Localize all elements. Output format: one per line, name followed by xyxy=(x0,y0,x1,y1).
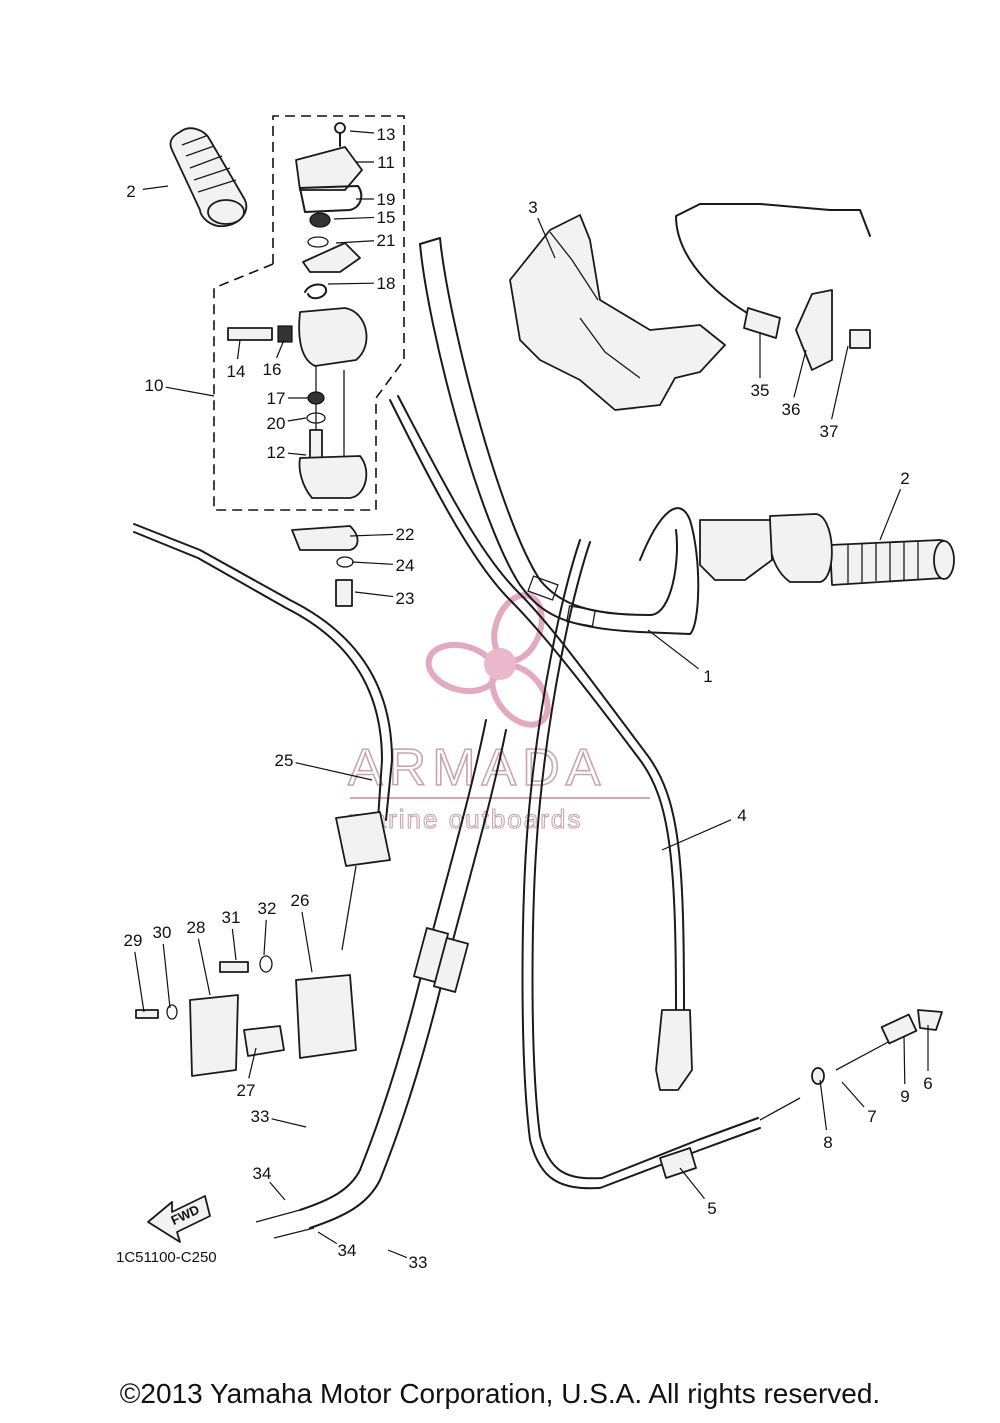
leader-line-32 xyxy=(263,919,267,956)
part-number-21: 21 xyxy=(377,231,396,250)
copyright-notice: ©2013 Yamaha Motor Corporation, U.S.A. A… xyxy=(119,1378,881,1409)
leader-line-7 xyxy=(841,1081,865,1108)
leader-line-26 xyxy=(301,911,313,973)
forward-arrow-icon: FWD xyxy=(147,1195,211,1243)
leader-line-8 xyxy=(819,1079,828,1131)
leader-line-27 xyxy=(248,1047,257,1079)
diagram-code: 1C51100-C250 xyxy=(116,1249,217,1266)
leader-line-29 xyxy=(134,951,145,1013)
handlebar-knurl xyxy=(527,575,596,627)
part-number-1: 1 xyxy=(703,667,712,686)
watermark-brand: ARMADA xyxy=(348,739,606,797)
leader-line-24 xyxy=(351,561,394,565)
leader-line-10 xyxy=(165,386,215,397)
part-number-26: 26 xyxy=(291,891,310,910)
part-number-13: 13 xyxy=(377,125,396,144)
leader-line-34a xyxy=(269,1181,286,1201)
part-number-20: 20 xyxy=(267,414,286,433)
cables xyxy=(133,203,871,1239)
leader-line-1 xyxy=(647,629,699,670)
leader-line-21 xyxy=(335,240,375,244)
propeller-icon xyxy=(425,592,551,728)
switch-assembly-box xyxy=(213,115,405,511)
leader-line-28 xyxy=(197,938,211,996)
leader-line-31 xyxy=(231,928,237,961)
part-number-17: 17 xyxy=(267,389,286,408)
part-number-6: 6 xyxy=(923,1074,932,1093)
part-number-33b: 33 xyxy=(409,1253,428,1272)
part-number-24: 24 xyxy=(396,556,415,575)
leader-line-13 xyxy=(349,130,375,134)
leader-line-33a xyxy=(271,1118,307,1128)
part-number-34b: 34 xyxy=(338,1241,357,1260)
leader-line-25 xyxy=(295,762,373,781)
part-number-2a: 2 xyxy=(126,182,135,201)
part-number-16: 16 xyxy=(263,360,282,379)
part-number-10: 10 xyxy=(145,376,164,395)
part-number-8: 8 xyxy=(823,1133,832,1152)
leader-line-20 xyxy=(287,417,307,422)
leader-line-37 xyxy=(831,345,849,420)
part-number-28: 28 xyxy=(187,918,206,937)
part-number-11: 11 xyxy=(377,153,395,172)
part-number-30: 30 xyxy=(153,923,172,942)
handlebar xyxy=(419,237,700,635)
handlebar-pad xyxy=(509,214,726,411)
leader-line-23 xyxy=(354,591,394,598)
part-number-36: 36 xyxy=(782,400,801,419)
leader-line-22 xyxy=(349,533,394,537)
switch-parts xyxy=(227,122,368,607)
part-number-25: 25 xyxy=(275,751,294,770)
leader-line-36 xyxy=(793,349,807,398)
leader-line-2a xyxy=(142,185,169,190)
left-grip xyxy=(169,127,248,228)
leader-line-12 xyxy=(287,452,307,456)
watermark-logo: ARMADA marine outboards xyxy=(347,592,650,835)
right-grip xyxy=(699,513,955,586)
leader-line-33b xyxy=(387,1249,408,1259)
part-number-9: 9 xyxy=(900,1087,909,1106)
part-number-32: 32 xyxy=(258,899,277,918)
part-number-35: 35 xyxy=(751,381,770,400)
part-number-22: 22 xyxy=(396,525,415,544)
bracket-parts xyxy=(795,289,871,371)
part-number-3: 3 xyxy=(528,198,537,217)
part-number-7: 7 xyxy=(867,1107,876,1126)
part-number-23: 23 xyxy=(396,589,415,608)
part-number-18: 18 xyxy=(377,274,396,293)
leader-line-3 xyxy=(537,217,556,259)
leader-line-5 xyxy=(679,1167,705,1200)
part-number-27: 27 xyxy=(237,1081,256,1100)
part-number-34a: 34 xyxy=(253,1164,272,1183)
leader-line-18 xyxy=(327,282,375,285)
part-number-12: 12 xyxy=(267,443,286,462)
leader-line-14 xyxy=(236,339,241,360)
part-number-33a: 33 xyxy=(251,1107,270,1126)
part-number-37: 37 xyxy=(820,422,839,441)
part-number-14: 14 xyxy=(227,362,246,381)
leader-line-15 xyxy=(333,216,375,220)
part-number-5: 5 xyxy=(707,1199,716,1218)
part-number-29: 29 xyxy=(124,931,143,950)
leader-line-4 xyxy=(661,819,732,851)
part-number-15: 15 xyxy=(377,208,396,227)
adjuster-parts xyxy=(811,1009,943,1085)
switch-boxes xyxy=(135,955,357,1077)
leader-line-2b xyxy=(879,488,902,541)
part-number-4: 4 xyxy=(737,806,746,825)
part-number-19: 19 xyxy=(377,190,396,209)
part-number-31: 31 xyxy=(222,908,241,927)
part-number-2b: 2 xyxy=(900,469,909,488)
leader-line-34b xyxy=(317,1231,338,1245)
leader-line-30 xyxy=(162,943,171,1009)
leader-line-16 xyxy=(276,339,285,359)
leader-line-9 xyxy=(903,1035,906,1085)
